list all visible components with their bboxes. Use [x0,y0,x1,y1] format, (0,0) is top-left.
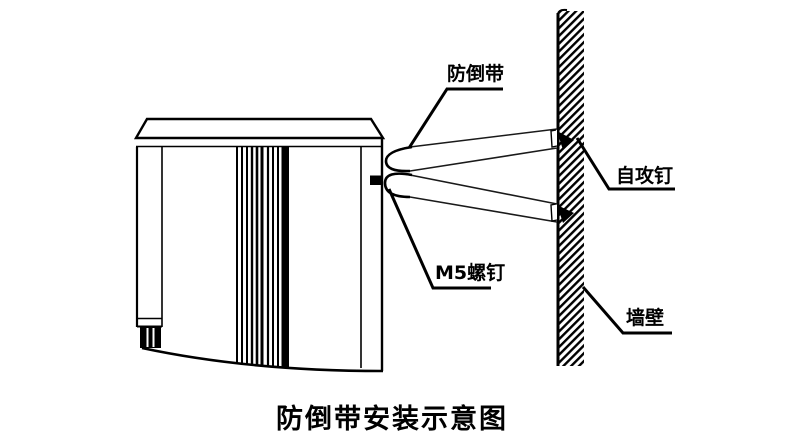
cabinet-top-face [133,117,386,140]
self-tapping-screw-label: 自攻钉 [616,164,673,187]
strap-end-plate-lower [550,203,558,222]
strap-loop-upper [384,145,413,173]
leader-line-wall [581,286,672,335]
m5-screw [370,175,383,185]
anti-tip-straps [383,128,558,223]
strap-end-plate-upper [550,129,558,148]
self-tapping-screw-lower [557,205,574,223]
m5-screw-label: M5螺钉 [435,261,505,284]
wall-hatch [558,11,584,366]
strap-label: 防倒带 [447,62,504,85]
wall-screws [550,129,574,223]
wall [556,8,584,366]
leveling-foot [140,327,161,348]
self-tapping-screw-upper [557,131,574,150]
leader-line-m5-screw [387,188,491,290]
wall-label: 墙壁 [626,306,664,329]
leader-line-self-tapping-screw [575,137,675,191]
diagram-title: 防倒带安装示意图 [276,403,508,435]
cabinet [133,117,386,373]
strap-loop-lower [383,172,413,199]
vent-lines [236,147,289,367]
leader-lines [387,87,675,335]
leader-line-strap [407,87,503,149]
